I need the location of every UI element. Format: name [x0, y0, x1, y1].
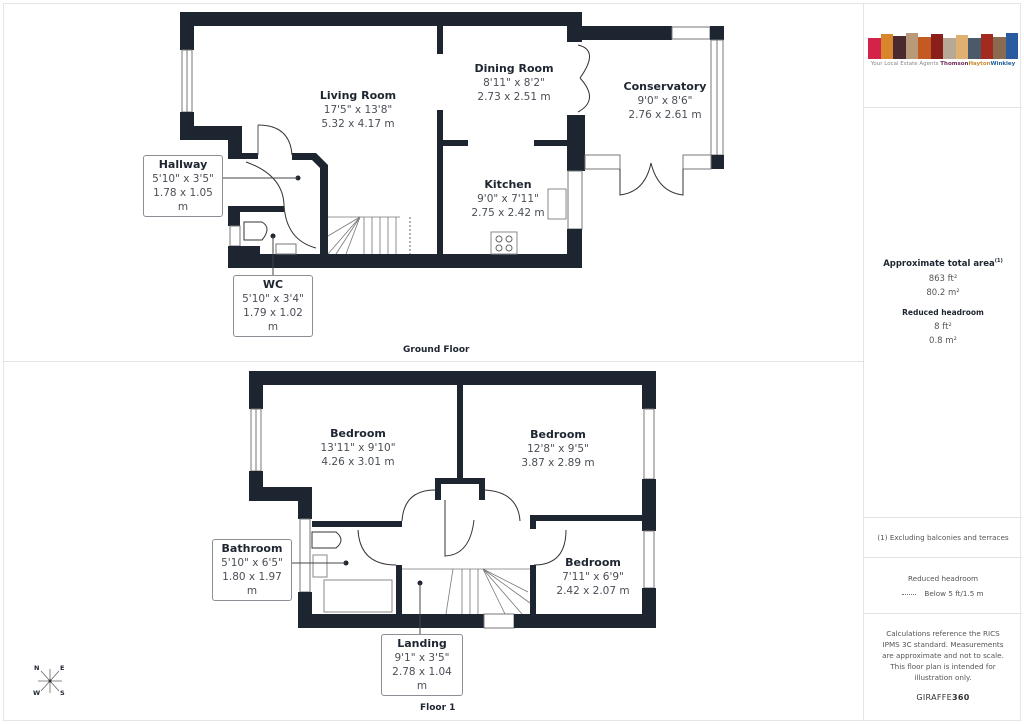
room-bedroom-3: Bedroom 7'11" x 6'9" 2.42 x 2.07 m — [538, 556, 648, 598]
room-dim-imperial: 5'10" x 3'5" — [152, 173, 214, 185]
room-bedroom-2: Bedroom 12'8" x 9'5" 3.87 x 2.89 m — [503, 428, 613, 470]
reduced-headroom-title: Reduced headroom — [902, 307, 984, 317]
room-name: WC — [262, 278, 284, 291]
room-bedroom-1: Bedroom 13'11" x 9'10" 4.26 x 3.01 m — [303, 427, 413, 469]
room-dim-metric: 2.76 x 2.61 m — [628, 109, 702, 121]
room-name: Living Room — [319, 89, 397, 102]
compass-icon: N E W S — [31, 664, 71, 698]
reduced-headroom-m2: 0.8 m² — [929, 335, 957, 346]
brand-part1: GIRAFFE — [916, 693, 952, 702]
logo-section: Your Local Estate Agents ThomsonHaytonWi… — [864, 3, 1022, 108]
room-name: Hallway — [158, 158, 208, 171]
room-name: Bedroom — [565, 556, 621, 569]
compass-e: E — [60, 664, 65, 672]
room-name: Bedroom — [330, 427, 386, 440]
logo-tagline: Your Local Estate Agents ThomsonHaytonWi… — [868, 61, 1018, 67]
room-dim-imperial: 12'8" x 9'5" — [527, 443, 589, 455]
giraffe360-brand: GIRAFFE360 — [864, 693, 1022, 702]
compass-n: N — [34, 664, 40, 672]
room-dim-imperial: 9'1" x 3'5" — [394, 652, 450, 664]
room-name: Kitchen — [484, 178, 532, 191]
callout-bathroom: Bathroom 5'10" x 6'5" 1.80 x 1.97 m — [212, 539, 292, 601]
room-name: Landing — [397, 637, 447, 650]
compass-w: W — [33, 689, 41, 697]
room-dim-metric: 1.78 x 1.05 m — [153, 187, 213, 213]
compass-s: S — [60, 689, 65, 697]
room-dim-imperial: 5'10" x 3'4" — [242, 293, 304, 305]
room-dim-metric: 2.73 x 2.51 m — [477, 91, 551, 103]
footnote-mark: (1) — [994, 258, 1003, 264]
disclaimer-section: Calculations reference the RICS IPMS 3C … — [864, 614, 1022, 721]
room-dim-metric: 1.79 x 1.02 m — [243, 307, 303, 333]
area-section: Approximate total area(1) 863 ft² 80.2 m… — [864, 108, 1022, 518]
info-sidebar: Your Local Estate Agents ThomsonHaytonWi… — [863, 3, 1022, 721]
floor-plan-drawing — [180, 12, 724, 636]
room-dining-room: Dining Room 8'11" x 8'2" 2.73 x 2.51 m — [459, 62, 569, 104]
callout-landing: Landing 9'1" x 3'5" 2.78 x 1.04 m — [381, 634, 463, 696]
room-dim-metric: 3.87 x 2.89 m — [521, 457, 595, 469]
room-dim-metric: 2.78 x 1.04 m — [392, 666, 452, 692]
room-dim-imperial: 9'0" x 7'11" — [477, 193, 539, 205]
room-name: Bathroom — [221, 542, 283, 555]
total-area-title: Approximate total area(1) — [864, 258, 1022, 269]
floor-title-ground: Ground Floor — [403, 345, 470, 355]
room-dim-imperial: 9'0" x 8'6" — [637, 95, 693, 107]
floor-title-floor-1: Floor 1 — [420, 703, 456, 713]
reduced-headroom-ft2: 8 ft² — [934, 321, 952, 332]
room-conservatory: Conservatory 9'0" x 8'6" 2.76 x 2.61 m — [610, 80, 720, 122]
room-dim-metric: 4.26 x 3.01 m — [321, 456, 395, 468]
room-name: Dining Room — [474, 62, 554, 75]
legend-item-label: Below 5 ft/1.5 m — [924, 589, 984, 598]
room-kitchen: Kitchen 9'0" x 7'11" 2.75 x 2.42 m — [453, 178, 563, 220]
floor-divider — [3, 361, 863, 362]
brand-hayton: Hayton — [968, 61, 991, 67]
room-dim-metric: 5.32 x 4.17 m — [321, 118, 395, 130]
room-name: Conservatory — [623, 80, 707, 93]
total-area-ft2: 863 ft² — [928, 273, 958, 284]
legend-title: Reduced headroom — [908, 574, 978, 583]
tagline-text: Your Local Estate Agents — [870, 61, 939, 67]
page-frame — [3, 3, 1021, 721]
floor-plan-area: Living Room 17'5" x 13'8" 5.32 x 4.17 m … — [3, 3, 863, 721]
room-dim-imperial: 17'5" x 13'8" — [323, 104, 393, 116]
dotted-line-icon — [902, 593, 917, 595]
room-dim-metric: 1.80 x 1.97 m — [222, 571, 282, 597]
disclaimer-text: Calculations reference the RICS IPMS 3C … — [882, 629, 1004, 682]
room-dim-metric: 2.42 x 2.07 m — [556, 585, 630, 597]
room-dim-imperial: 5'10" x 6'5" — [221, 557, 283, 569]
room-living-room: Living Room 17'5" x 13'8" 5.32 x 4.17 m — [303, 89, 413, 131]
logo-houses-icon — [868, 33, 1018, 59]
room-name: Bedroom — [530, 428, 586, 441]
total-area-label: Approximate total area — [883, 258, 995, 269]
footnote-text: (1) Excluding balconies and terraces — [877, 533, 1009, 542]
callout-wc: WC 5'10" x 3'4" 1.79 x 1.02 m — [233, 275, 313, 337]
room-dim-imperial: 8'11" x 8'2" — [483, 77, 545, 89]
legend-section: Reduced headroom Below 5 ft/1.5 m — [864, 558, 1022, 614]
legend-item: Below 5 ft/1.5 m — [864, 588, 1022, 599]
agent-logo: Your Local Estate Agents ThomsonHaytonWi… — [868, 33, 1018, 67]
room-dim-imperial: 7'11" x 6'9" — [562, 571, 624, 583]
brand-part2: 360 — [952, 693, 970, 702]
brand-winkley: Winkley — [990, 61, 1016, 67]
brand-thomson: Thomson — [940, 61, 969, 67]
footnote-section: (1) Excluding balconies and terraces — [864, 518, 1022, 558]
total-area-m2: 80.2 m² — [926, 287, 960, 298]
room-dim-metric: 2.75 x 2.42 m — [471, 207, 545, 219]
room-dim-imperial: 13'11" x 9'10" — [320, 442, 396, 454]
callout-hallway: Hallway 5'10" x 3'5" 1.78 x 1.05 m — [143, 155, 223, 217]
